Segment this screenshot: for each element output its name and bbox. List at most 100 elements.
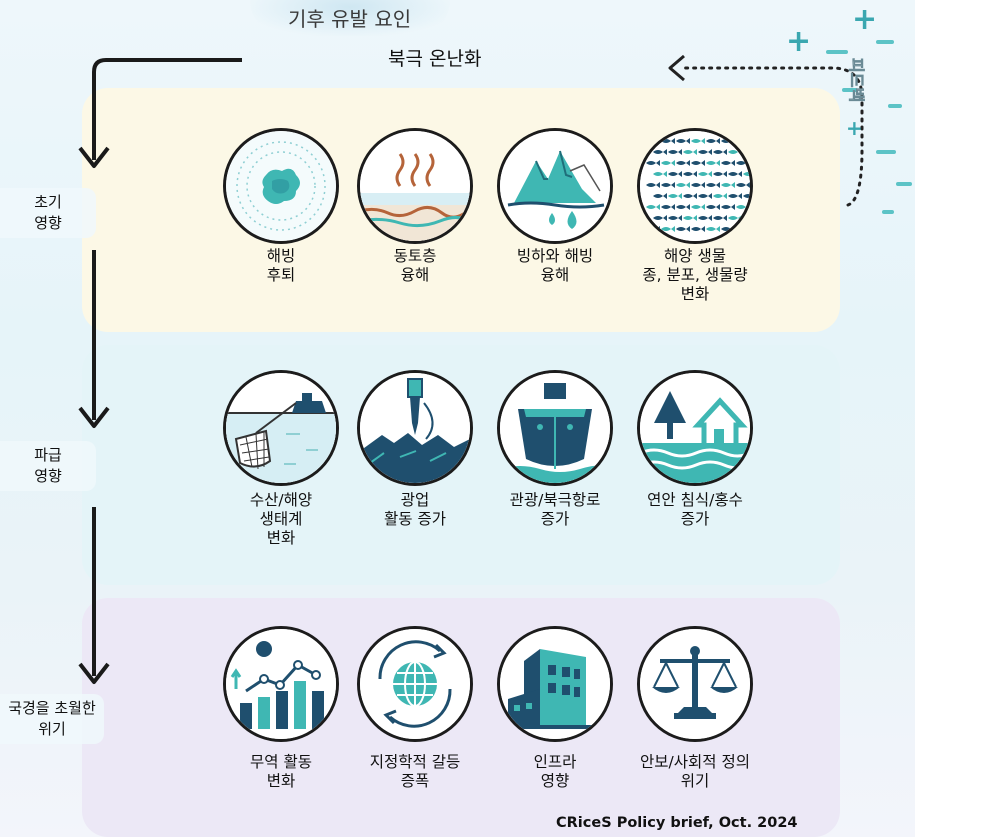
plus-mark: + <box>846 116 863 140</box>
fish-shape <box>668 171 682 177</box>
fish-shape <box>698 149 712 155</box>
impact-label-marine-life: 해양 생물 종, 분포, 생물량 변화 <box>642 247 748 303</box>
fish-shape <box>653 193 667 199</box>
warming-arrowhead <box>78 146 110 168</box>
minus-mark <box>888 104 902 108</box>
impact-label-tourism-shipping: 관광/북극항로 증가 <box>509 491 601 528</box>
fish-shape <box>646 160 660 166</box>
fish-shape <box>721 182 735 188</box>
fish-shape <box>683 193 697 199</box>
fish-shape <box>713 171 727 177</box>
building-icon <box>497 626 613 742</box>
feedback-label: 피드백 <box>847 58 867 103</box>
impact-label-geopolitics: 지정학적 갈등 증폭 <box>369 753 461 790</box>
fish-shape <box>661 204 675 210</box>
fish-shape <box>698 193 712 199</box>
fish-shape <box>728 149 742 155</box>
fish-shape <box>661 226 675 232</box>
fish-shape <box>691 204 705 210</box>
arctic-warming-title: 북극 온난화 <box>388 48 482 70</box>
fish-shape <box>721 204 735 210</box>
fish-shape <box>676 226 690 232</box>
fish-shape <box>661 160 675 166</box>
fish-shape <box>653 171 667 177</box>
fish-shape <box>736 204 750 210</box>
justice-scale-icon <box>637 626 753 742</box>
fish-shape <box>691 182 705 188</box>
impact-label-security-justice: 안보/사회적 정의 위기 <box>640 753 750 790</box>
fish-shape <box>728 215 742 221</box>
fish-shape <box>706 182 720 188</box>
fish-shape <box>706 204 720 210</box>
fish-shape <box>706 138 720 144</box>
fish-shape <box>668 215 682 221</box>
fish-shape <box>646 182 660 188</box>
fish-shape <box>721 226 735 232</box>
fish-shape <box>653 215 667 221</box>
minus-mark <box>876 40 894 44</box>
minus-mark <box>896 182 912 186</box>
trade-chart-icon <box>223 626 339 742</box>
fish-shape <box>713 193 727 199</box>
ripple-arrowhead <box>78 406 110 428</box>
fish-shape <box>683 171 697 177</box>
sky-backdrop <box>250 0 450 36</box>
impact-label-sea-ice: 해빙 후퇴 <box>266 247 296 284</box>
minus-mark <box>826 50 848 54</box>
fish-shape <box>691 160 705 166</box>
fish-school-icon <box>637 128 753 244</box>
source-caption: CRiceS Policy brief, Oct. 2024 <box>556 815 798 831</box>
globe-cycle-icon <box>357 626 473 742</box>
fish-shape <box>661 182 675 188</box>
impact-label-mining: 광업 활동 증가 <box>384 491 446 528</box>
fishing-net-icon <box>223 370 339 486</box>
fish-shape <box>683 149 697 155</box>
feedback-arrowhead <box>668 54 685 82</box>
glacier-icon <box>497 128 613 244</box>
fish-shape <box>676 204 690 210</box>
plus-mark: + <box>852 2 878 37</box>
fish-shape <box>661 138 675 144</box>
fish-shape <box>683 215 697 221</box>
fish-shape <box>713 215 727 221</box>
fish-shape <box>646 204 660 210</box>
fish-shape <box>721 160 735 166</box>
fish-shape <box>736 182 750 188</box>
fish-shape <box>653 149 667 155</box>
fish-shape <box>743 172 750 176</box>
ship-icon <box>497 370 613 486</box>
fish-shape <box>728 171 742 177</box>
minus-mark <box>876 150 896 154</box>
fish-shape <box>676 138 690 144</box>
fish-shape <box>676 160 690 166</box>
fish-shape <box>668 193 682 199</box>
fish-shape <box>691 226 705 232</box>
fish-shape <box>698 171 712 177</box>
climate-factor-title: 기후 유발 요인 <box>288 7 412 31</box>
impact-label-coastal-erosion: 연안 침식/홍수 증가 <box>647 491 743 528</box>
permafrost-icon <box>357 128 473 244</box>
sea-ice-icon <box>223 128 339 244</box>
minus-mark <box>842 88 858 92</box>
stage-label-crisis: 국경을 초월한 위기 <box>0 694 104 744</box>
stage-label-initial: 초기 영향 <box>0 188 96 238</box>
minus-mark <box>882 210 894 214</box>
fish-shape <box>706 226 720 232</box>
mining-drill-icon <box>357 370 473 486</box>
fish-shape <box>668 149 682 155</box>
fish-shape <box>713 149 727 155</box>
impact-label-glacier: 빙하와 해빙 융해 <box>516 247 594 284</box>
fish-shape <box>706 160 720 166</box>
crisis-arrowhead <box>78 662 110 684</box>
fish-shape <box>676 182 690 188</box>
impact-label-infrastructure: 인프라 영향 <box>533 753 577 790</box>
fish-shape <box>691 138 705 144</box>
impact-label-permafrost: 동토층 융해 <box>393 247 437 284</box>
stage-label-ripple: 파급 영향 <box>0 441 96 491</box>
warming-to-initial-arrow <box>92 58 242 160</box>
impact-label-fisheries: 수산/해양 생태계 변화 <box>249 491 313 547</box>
feedback-dotted-arrow <box>680 66 864 207</box>
fish-shape <box>743 194 750 198</box>
